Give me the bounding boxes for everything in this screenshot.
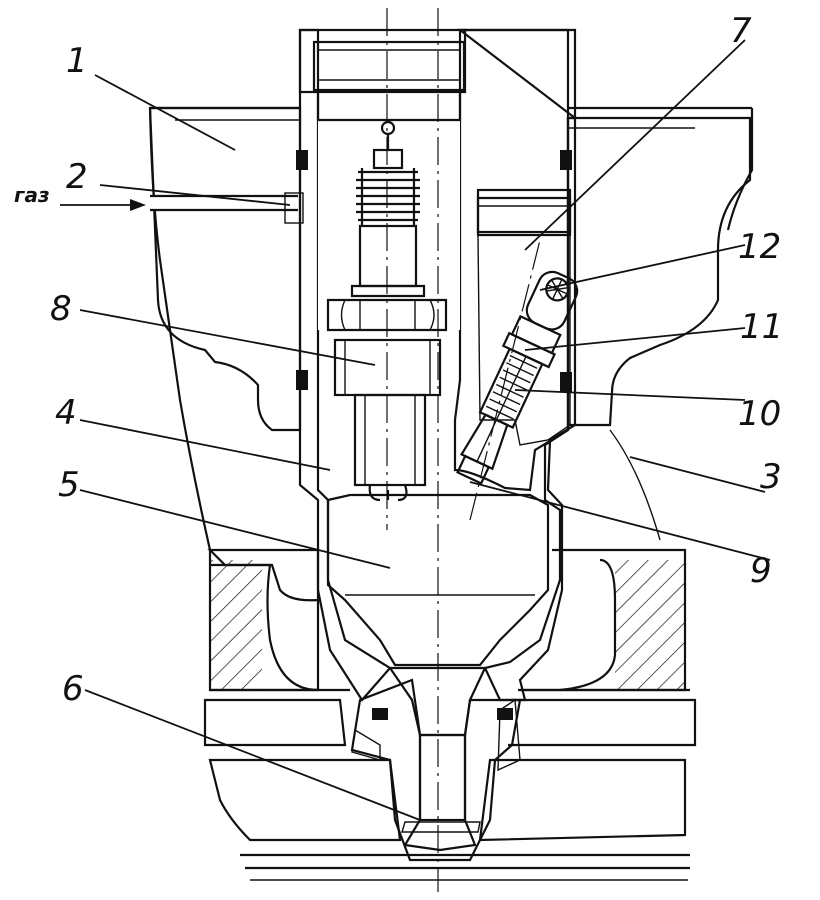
- prechamber-housing: [296, 28, 577, 702]
- callout-2: 2: [66, 157, 88, 197]
- callout-6: 6: [62, 669, 84, 709]
- gas-valve-assembly: [456, 188, 579, 485]
- prechamber-cavity: [326, 493, 550, 667]
- callout-8: 8: [50, 289, 72, 329]
- spark-plug: [318, 118, 460, 502]
- callout-3: 3: [760, 457, 782, 497]
- gas-inlet-label: газ: [14, 183, 50, 207]
- center-lines: [386, 8, 541, 892]
- callout-1: 1: [66, 41, 88, 81]
- lower-plate: [203, 548, 697, 881]
- nozzle-insert: [350, 666, 522, 862]
- callout-7: 7: [730, 11, 752, 51]
- leader-lines: [79, 39, 771, 821]
- callout-10: 10: [738, 394, 781, 434]
- gas-passage: [60, 192, 304, 224]
- callout-4: 4: [55, 393, 77, 433]
- callout-12: 12: [738, 227, 781, 267]
- callout-labels: 1 2 3 4 5 6 7 8 9 10 11 12 газ: [14, 11, 783, 709]
- callout-9: 9: [750, 551, 772, 591]
- callout-5: 5: [58, 465, 80, 505]
- callout-11: 11: [740, 307, 783, 347]
